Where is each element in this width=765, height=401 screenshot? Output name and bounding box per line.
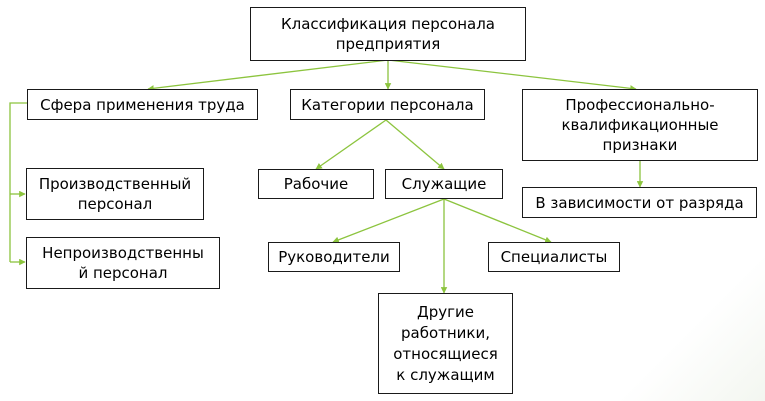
- edge-employees-specialists: [443, 198, 552, 243]
- node-categories: Категории персонала: [290, 89, 485, 120]
- node-others: Другие работники, относящиеся к служащим: [378, 293, 513, 394]
- node-by-grade: В зависимости от разряда: [522, 187, 757, 218]
- node-specialists: Специалисты: [488, 242, 620, 272]
- node-qualification: Профессионально- квалификационные призна…: [522, 89, 758, 161]
- node-managers: Руководители: [268, 242, 400, 272]
- node-non-production: Непроизводственны й персонал: [26, 237, 220, 289]
- node-production: Производственный персонал: [26, 168, 204, 220]
- node-workers: Рабочие: [258, 169, 374, 199]
- node-employees: Служащие: [385, 169, 503, 199]
- edge-sphere-bracket: [9, 102, 27, 262]
- background-shade: [595, 201, 765, 401]
- node-sphere: Сфера применения труда: [27, 89, 258, 120]
- edge-root-qualification: [387, 59, 637, 92]
- edge-categories-workers: [315, 119, 387, 170]
- edge-root-sphere: [147, 59, 389, 92]
- edge-employees-managers: [332, 198, 445, 243]
- root-node: Классификация персонала предприятия: [250, 7, 526, 61]
- edge-categories-employees: [385, 119, 445, 170]
